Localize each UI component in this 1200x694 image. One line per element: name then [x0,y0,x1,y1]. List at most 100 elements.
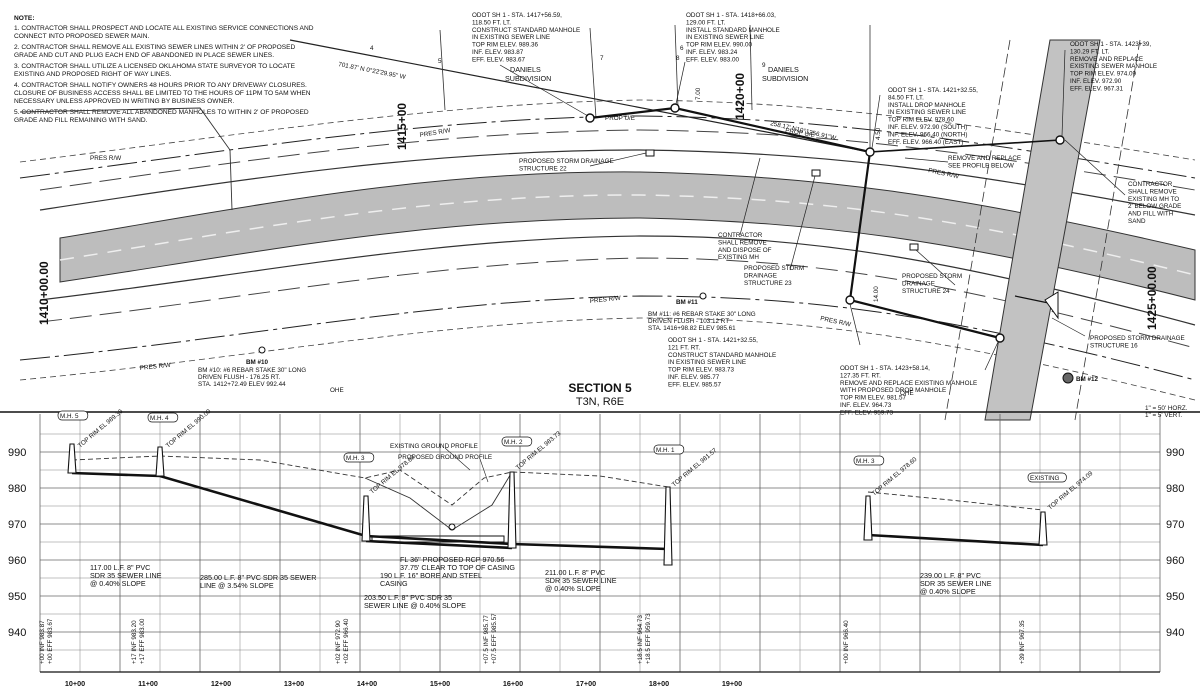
existing-ground-legend: EXISTING GROUND PROFILE [390,443,478,450]
scale-note: 1" = 50' HORZ. [1145,405,1188,412]
plan-callout-13: ODOT SH 1 - STA. 1423+58.14,127.35 FT. R… [840,365,977,416]
invert-elevation-label: +02 INF 972.90 [335,620,342,664]
note-line-1: 1. CONTRACTOR SHALL PROSPECT AND LOCATE … [14,25,314,32]
invert-elevation-label: +00 EFF 983.67 [47,618,54,664]
overhead-electric-label: OHE [900,390,914,397]
south-lane-dashes [39,257,1196,349]
callout-text-line: EXISTING MH [718,254,759,261]
north-pavement-edge [39,149,1196,216]
south-pavement-edge [39,235,1196,326]
invert-elevation-label: +18.5 EFF 959.73 [645,613,652,664]
manhole-symbol [995,333,1005,343]
invert-elevation-label: +17 INF 983.20 [131,620,138,664]
elevation-label-right: 960 [1166,555,1184,567]
note-line-4: NECESSARY UNLESS APPROVED IN WRITING BY … [14,98,234,105]
rim-elevation-label: TOP RIM EL 983.73 [515,430,563,472]
callout-text-line: TOP RIM ELEV. 989.36 [472,42,539,49]
callout-text-line: TOP RIM ELEV. 981.57 [840,395,907,402]
subdivision-label: SUBDIVISION [505,74,551,83]
subdivision-label: DANIELS [510,65,541,74]
manhole-tag: M.H. 2 [504,439,523,446]
overhead-electric-label: OHE [330,387,344,394]
pipe-note-line: SDR 35 SEWER LINE [90,571,162,580]
pipe-note-line: @ 0.40% SLOPE [545,584,601,593]
callout-text-line: INSTALL DROP MANHOLE [888,102,966,109]
subdivision-label: SUBDIVISION [762,74,808,83]
callout-text-line: SHALL REMOVE [718,239,767,246]
plan-view: 1410+00.00 1415+00 1420+00 1425+00.00 DA… [19,12,1196,421]
manhole-tag: M.H. 4 [150,415,169,422]
lot-line [439,29,446,111]
pipe-note-line: SDR 35 SEWER LINE [545,576,617,585]
callout-text-line: PROPOSED STORM DRAINAGE [1090,335,1185,342]
profile-station-label: 14+00 [357,679,377,688]
existing-ground-profile [71,455,669,506]
benchmark-note-11: BM #11: #6 REBAR STAKE 30" LONG DRIVEN F… [648,311,756,332]
pipe-note-line: @ 0.40% SLOPE [90,579,146,588]
profile-station-label: 11+00 [138,679,158,688]
callout-text-line: EXISTING SEWER MANHOLE [1070,63,1157,70]
invert-elevation-label: +00 INF 966.40 [843,620,850,664]
benchmark-label: BM #11 [676,299,698,306]
manhole-tag-frame [501,436,533,447]
dimension-label: 7.00 [695,87,702,100]
manhole-tag-frame [853,455,885,466]
invert-elevation-label: +07.5 INF 985.77 [483,615,490,664]
note-line-5: 5. CONTRACTOR SHALL REMOVE ALL ABANDONED… [14,109,309,116]
callout-text-line: EXISTING MH TO [1128,196,1179,203]
callout-text-line: PROPOSED STORM [744,265,804,272]
manhole-tag: M.H. 3 [346,455,365,462]
existing-sewer-line [869,139,1061,153]
subdivision-label: DANIELS [768,65,799,74]
svg-text:BM #11: #6 REBAR STAKE 30" LON: BM #11: #6 REBAR STAKE 30" LONG [648,311,756,318]
callout-text-line: STRUCTURE 24 [902,288,950,295]
svg-text:STA. 1412+72.49 ELEV 992.4: STA. 1412+72.49 ELEV 992.44 [198,381,286,388]
profile-station-label: 17+00 [576,679,596,688]
elevation-label-right: 970 [1166,519,1184,531]
benchmark-label: BM #10 [246,359,269,366]
svg-text:DRIVEN FLUSH - 103.12 RT: DRIVEN FLUSH - 103.12 RT [648,318,729,325]
callout-text-line: REMOVE AND REPLACE [1070,56,1143,63]
callout-text-line: INF. ELEV. 972.90 (SOUTH) [888,124,967,131]
manhole-symbol [670,103,680,113]
pipe-note-line: LINE @ 3.54% SLOPE [200,581,274,590]
manhole-symbol [845,295,855,305]
callout-leaders [499,49,1126,371]
callout-text-line: IN EXISTING SEWER LINE [686,34,764,41]
right-of-way-label: PRES R/W [419,127,451,139]
elevation-label-left: 950 [8,591,26,603]
callout-text-line: SAND [1128,218,1146,225]
callout-text-line: INF. ELEV. 983.87 [472,49,524,56]
plan-callout-3: ODOT SH 1 - STA. 1421+32.55,84.50 FT. LT… [888,87,978,146]
profile-station-label: 19+00 [722,679,742,688]
profile-drawing [67,443,1048,566]
elevation-label-left: 980 [8,483,26,495]
property-bearing: 701.87' N 0°22'29.95" W [338,60,407,81]
driveway-outline [19,107,233,211]
callout-text-line: IN EXISTING SEWER LINE [668,359,746,366]
callout-text-line: STRUCTURE 22 [519,165,567,172]
general-notes: NOTE: 1. CONTRACTOR SHALL PROSPECT AND L… [14,15,314,124]
manhole-tag: M.H. 3 [856,458,875,465]
elevation-label-right: 990 [1166,447,1184,459]
highway-centerline [59,194,1196,276]
note-line-2: 2. CONTRACTOR SHALL REMOVE ALL EXISTING … [14,44,296,51]
callout-text-line: INSTALL STANDARD MANHOLE [686,27,780,34]
callout-text-line: PROPOSED STORM [902,273,962,280]
lot-line [674,24,679,109]
callout-text-line: CONSTRUCT STANDARD MANHOLE [668,352,776,359]
callout-text-line: SHALL REMOVE [1128,188,1177,195]
invert-elevation-label: +00 INF 983.87 [39,620,46,664]
callout-text-line: 129.00 FT. LT. [686,19,726,26]
dimension-label: 4.50 [875,127,882,140]
callout-text-line: WITH PROPOSED DROP MANHOLE [840,387,946,394]
pipe-note-line: 239.00 L.F. 8" PVC [920,571,981,580]
right-of-way-label: PRES R/W [589,295,621,305]
svg-text:STA. 1416+98.82 ELEV 985.6: STA. 1416+98.82 ELEV 985.61 [648,325,736,332]
manhole-tag-frame [343,452,375,463]
station-label: 1425+00.00 [1145,266,1159,330]
south-right-of-way [19,295,1196,381]
